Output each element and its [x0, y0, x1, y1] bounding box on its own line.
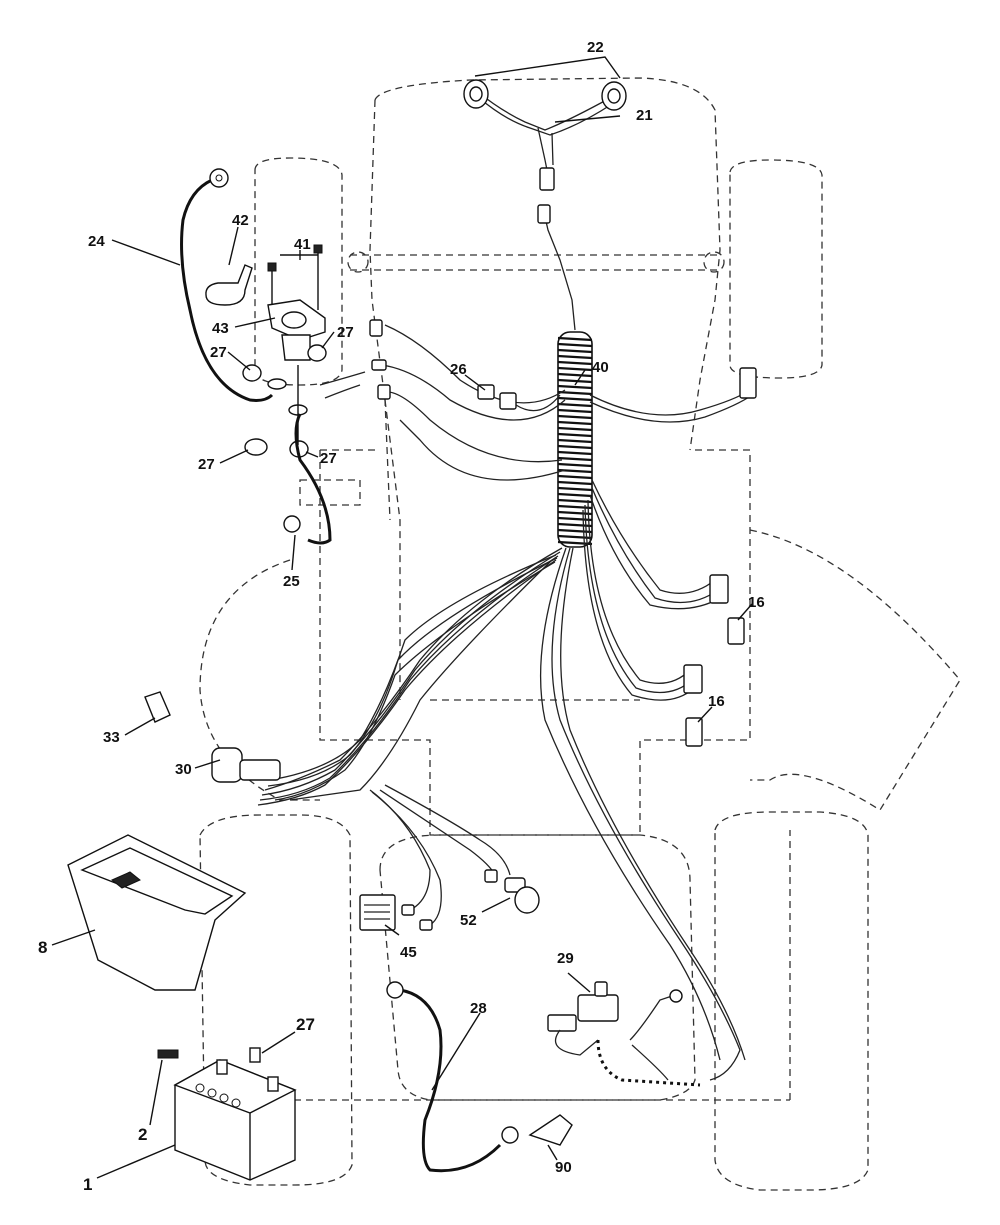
relay-33 [144, 691, 171, 723]
conduit-rib [557, 408, 593, 414]
conduit-rib [557, 438, 593, 444]
conduit-rib [557, 498, 593, 504]
callout-27c: 27 [198, 456, 215, 473]
harness-connector-front [539, 167, 555, 191]
nut-27e [249, 1047, 261, 1063]
callout-22: 22 [587, 39, 604, 56]
conduit-rib [557, 354, 593, 360]
conduit-rib [557, 426, 593, 432]
conduit-rib [557, 414, 593, 420]
callout-16b: 16 [708, 693, 725, 710]
conduit-rib [557, 492, 593, 498]
callout-30: 30 [175, 761, 192, 778]
callout-1: 1 [83, 1175, 92, 1194]
harness-wires [257, 319, 757, 1081]
callout-8: 8 [38, 938, 47, 957]
conduit-rib [557, 456, 593, 462]
callout-labels: 1 2 8 16 16 21 22 24 25 26 27 27 27 27 2… [38, 39, 765, 1194]
bulb-socket-52 [504, 877, 526, 893]
switch-16a [727, 617, 745, 645]
conduit-rib [557, 342, 593, 348]
conduit-rib [557, 402, 593, 408]
callout-25: 25 [283, 573, 300, 590]
conduit-rib [557, 510, 593, 516]
switch-16b [685, 717, 703, 747]
callout-27b: 27 [210, 344, 227, 361]
boot-90 [528, 1114, 573, 1146]
callout-27d: 27 [320, 450, 337, 467]
solenoid-assembly [180, 168, 366, 545]
callout-52: 52 [460, 912, 477, 929]
battery-tray-8 [67, 834, 247, 991]
nut-27c [244, 438, 268, 456]
starter-30 [211, 747, 281, 783]
conduit-rib [557, 378, 593, 384]
plug-26b [499, 392, 517, 410]
conduit-rib [557, 372, 593, 378]
callout-21: 21 [636, 107, 653, 124]
conduit-rib [557, 432, 593, 438]
callout-26: 26 [450, 361, 467, 378]
headlight-harness [463, 79, 627, 331]
callout-90: 90 [555, 1159, 572, 1176]
conduit-rib [557, 450, 593, 456]
boot-42 [205, 264, 253, 306]
conduit-rib [557, 486, 593, 492]
callout-33: 33 [103, 729, 120, 746]
callout-43: 43 [212, 320, 229, 337]
right-harness-connector [739, 367, 757, 399]
leader-lines [51, 56, 753, 1179]
callout-41: 41 [294, 236, 311, 253]
conduit-rib [557, 462, 593, 468]
callout-29: 29 [557, 950, 574, 967]
callout-45: 45 [400, 944, 417, 961]
bulb-52 [514, 886, 540, 914]
conduit-rib [557, 390, 593, 396]
conduit-rib [557, 516, 593, 522]
conduit-rib [557, 348, 593, 354]
main-conduit [557, 331, 593, 548]
callout-2: 2 [138, 1125, 147, 1144]
callout-27e: 27 [296, 1015, 315, 1034]
ring-terminal-25 [283, 515, 301, 533]
callout-28: 28 [470, 1000, 487, 1017]
conduit-rib [557, 336, 593, 342]
callout-24: 24 [88, 233, 105, 250]
conduit-rib [557, 396, 593, 402]
nut-27b [307, 344, 327, 362]
cable-28 [386, 981, 519, 1173]
callout-42: 42 [232, 212, 249, 229]
conduit-rib [557, 444, 593, 450]
bolt-2 [157, 1049, 179, 1059]
callout-40: 40 [592, 359, 609, 376]
conduit-rib [557, 504, 593, 510]
conduit-rib [557, 420, 593, 426]
conduit-rib [557, 360, 593, 366]
callout-16a: 16 [748, 594, 765, 611]
switch-29 [547, 981, 701, 1087]
conduit-rib [557, 384, 593, 390]
conduit-rib [557, 366, 593, 372]
conduit-rib [557, 540, 593, 546]
nut-27a [242, 364, 262, 382]
conduit-rib [557, 480, 593, 486]
callout-27a: 27 [337, 324, 354, 341]
conduit-rib [557, 474, 593, 480]
tractor-outline [199, 77, 961, 1191]
battery-1 [173, 1059, 297, 1181]
